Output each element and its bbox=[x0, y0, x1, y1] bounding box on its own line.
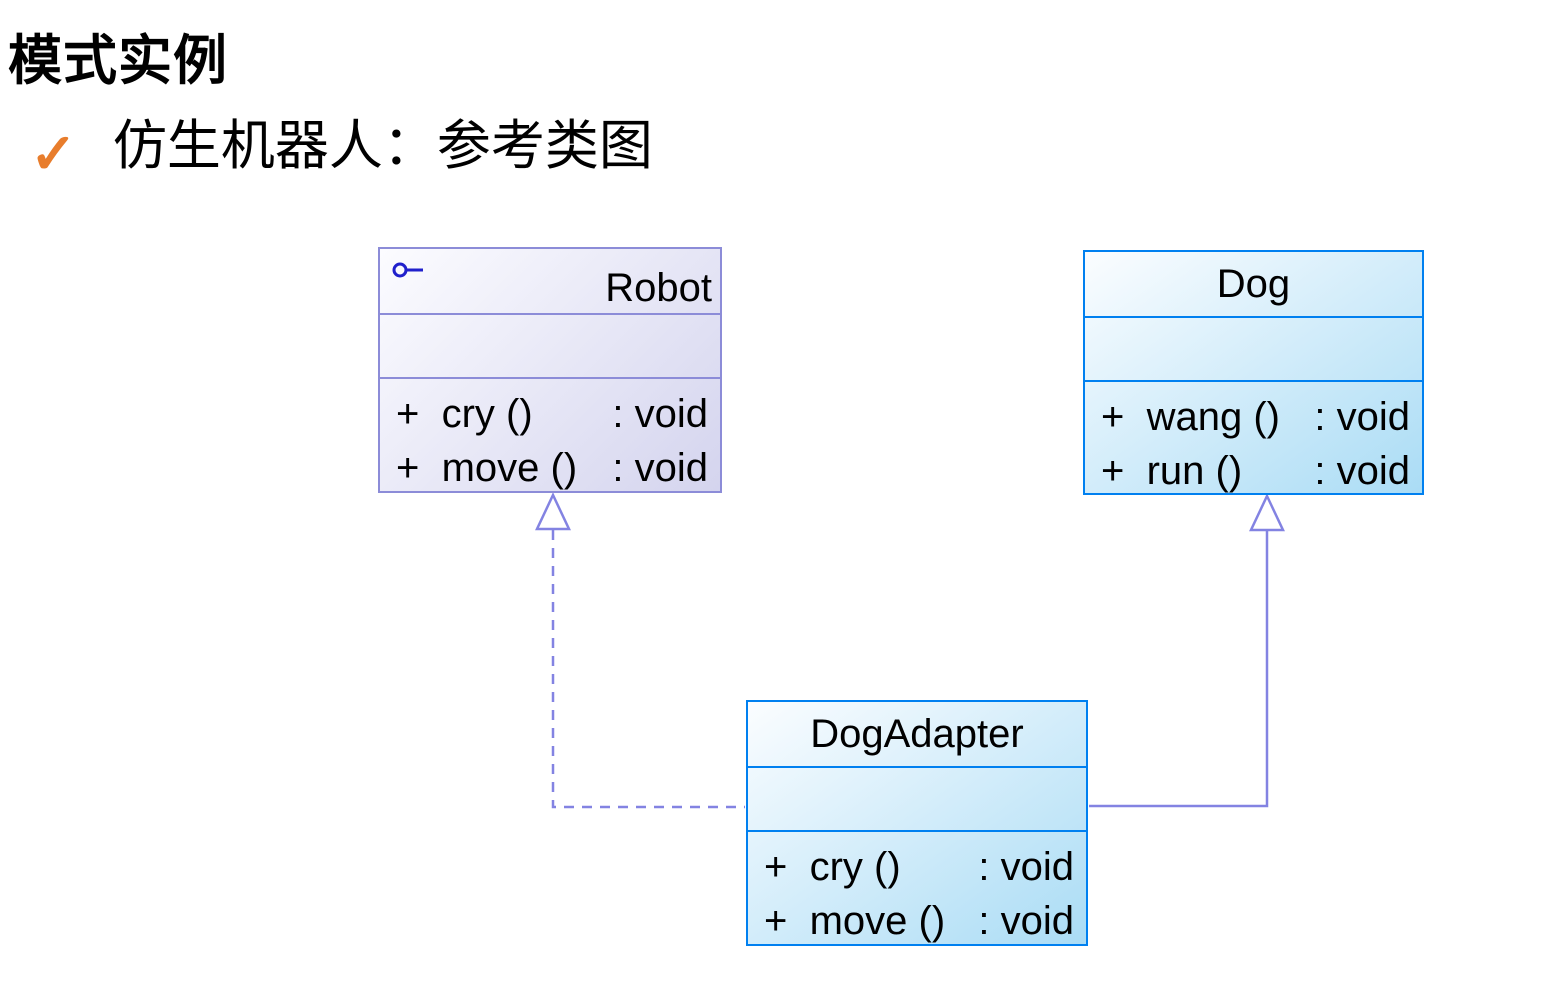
method-signature: + wang () bbox=[1101, 395, 1280, 439]
checkmark-icon: ✓ bbox=[30, 122, 77, 185]
method-signature: + move () bbox=[764, 899, 946, 943]
methods-compartment: + wang () : void + run () : void bbox=[1085, 380, 1422, 498]
class-title-compartment: Dog bbox=[1085, 252, 1422, 316]
method-row: + wang () : void bbox=[1085, 390, 1422, 444]
method-return-type: : void bbox=[1314, 395, 1410, 439]
method-row: + cry () : void bbox=[748, 840, 1086, 894]
methods-compartment: + cry () : void + move () : void bbox=[380, 377, 720, 495]
class-name: Dog bbox=[1216, 261, 1291, 306]
realization-hollow-triangle-icon bbox=[535, 492, 571, 531]
method-return-type: : void bbox=[978, 845, 1074, 889]
method-row: + move () : void bbox=[380, 441, 720, 495]
method-return-type: : void bbox=[1314, 449, 1410, 493]
page-title: 模式实例 bbox=[8, 31, 228, 91]
attributes-compartment bbox=[1085, 316, 1422, 380]
attributes-compartment bbox=[748, 766, 1086, 830]
method-row: + move () : void bbox=[748, 894, 1086, 948]
class-title-compartment: Robot bbox=[380, 249, 720, 313]
method-row: + cry () : void bbox=[380, 387, 720, 441]
class-name: Robot bbox=[605, 266, 712, 310]
class-box-dogadapter: DogAdapter + cry () : void + move () : v… bbox=[746, 700, 1088, 946]
attributes-compartment bbox=[380, 313, 720, 377]
realization-connector-line bbox=[551, 530, 745, 809]
method-row: + run () : void bbox=[1085, 444, 1422, 498]
method-signature: + cry () bbox=[396, 392, 533, 436]
bullet-text: 仿生机器人：参考类图 bbox=[112, 116, 653, 176]
class-name: DogAdapter bbox=[810, 711, 1024, 756]
method-return-type: : void bbox=[978, 899, 1074, 943]
method-signature: + move () bbox=[396, 446, 578, 490]
generalization-connector-line bbox=[1089, 530, 1269, 808]
class-box-robot: Robot + cry () : void + move () : void bbox=[378, 247, 722, 493]
interface-lollipop-icon bbox=[392, 262, 423, 278]
class-box-dog: Dog + wang () : void + run () : void bbox=[1083, 250, 1424, 495]
method-return-type: : void bbox=[612, 392, 708, 436]
class-title-compartment: DogAdapter bbox=[748, 702, 1086, 766]
method-signature: + cry () bbox=[764, 845, 901, 889]
method-signature: + run () bbox=[1101, 449, 1243, 493]
method-return-type: : void bbox=[612, 446, 708, 490]
bullet-item: ✓ 仿生机器人：参考类图 bbox=[30, 110, 653, 183]
methods-compartment: + cry () : void + move () : void bbox=[748, 830, 1086, 948]
generalization-hollow-triangle-icon bbox=[1249, 493, 1285, 532]
